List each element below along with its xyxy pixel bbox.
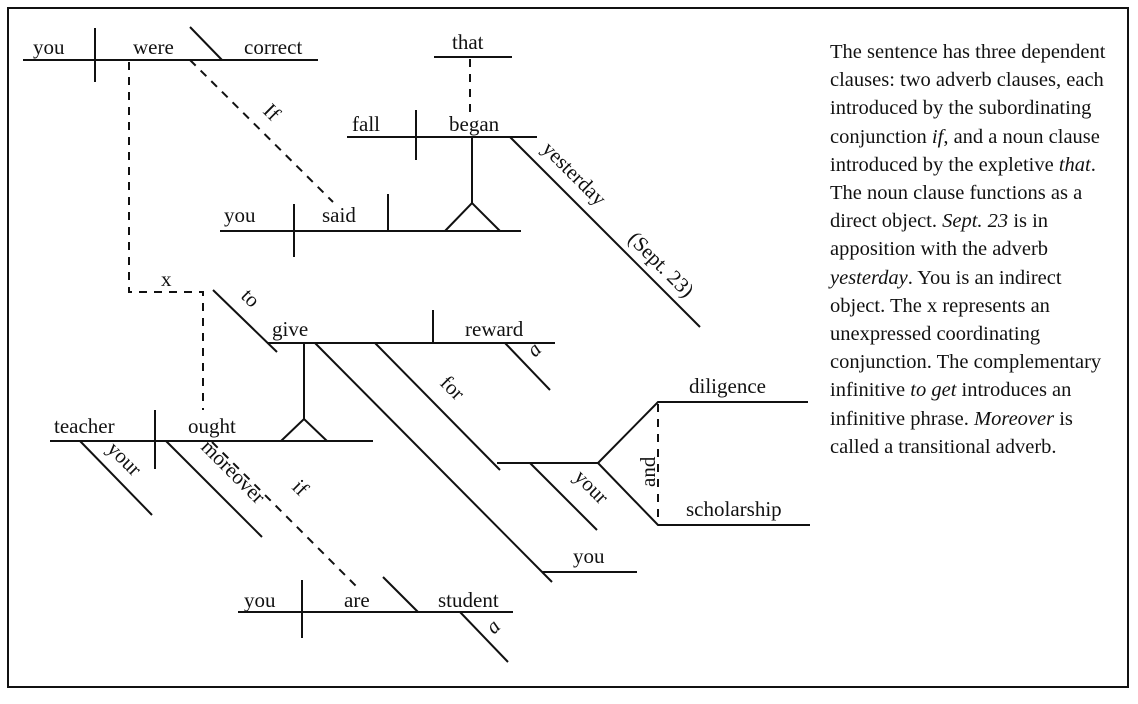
word-teacher: teacher	[54, 414, 115, 438]
explanation-segment: introduces an infinitive phrase.	[830, 379, 1072, 430]
explanation-segment: . You is an indirect object. The x repre…	[830, 266, 1102, 402]
explanation-segment: . The noun clause functions as a direct …	[830, 153, 1096, 233]
said-clause: you said	[220, 194, 521, 257]
word-moreover: moreover	[196, 435, 270, 509]
word-x: x	[161, 267, 172, 291]
pedestal-base	[444, 201, 501, 232]
word-a: a	[481, 614, 505, 638]
word-give: give	[272, 317, 308, 341]
modifier-line	[504, 342, 551, 391]
pedestal-base	[280, 417, 328, 442]
preposition-line	[374, 342, 501, 471]
compound-branch-bottom	[597, 462, 810, 526]
word-began: began	[449, 112, 500, 136]
word-are: are	[344, 588, 370, 612]
word-ought: ought	[188, 414, 236, 438]
explanation-segment: is called a transitional adverb.	[830, 407, 1073, 458]
word-fall: fall	[352, 112, 380, 136]
word-if: if	[287, 475, 313, 501]
word-diligence: diligence	[689, 374, 766, 398]
explanation-emphasis: Moreover	[974, 407, 1055, 430]
adverb-line	[509, 136, 701, 328]
word-sept-23: (Sept. 23)	[623, 227, 699, 303]
explanation-segment: The sentence has three dependent clauses…	[830, 41, 1106, 148]
word-were: were	[133, 35, 174, 59]
modifier-line	[165, 440, 263, 538]
word-yesterday: yesterday	[537, 137, 611, 211]
explanation-text: The sentence has three dependent clauses…	[830, 38, 1115, 461]
indirect-object-line	[314, 342, 553, 583]
word-that: that	[452, 30, 484, 54]
word-correct: correct	[244, 35, 302, 59]
explanation-emphasis: yesterday	[830, 266, 908, 289]
explanation-emphasis: Sept. 23	[942, 210, 1009, 233]
word-a: a	[522, 337, 546, 361]
word-scholarship: scholarship	[686, 497, 782, 521]
infinitive-phrase: to give reward a you for your and dilige…	[212, 284, 810, 583]
dashed-connector	[128, 62, 204, 410]
word-for: for	[435, 371, 469, 405]
explanation-emphasis: that	[1058, 153, 1091, 176]
word-said: said	[322, 203, 356, 227]
word-and: and	[636, 456, 660, 487]
modifier-line	[529, 462, 598, 531]
word-you: you	[33, 35, 65, 59]
word-you: you	[573, 544, 605, 568]
noun-clause-expletive: that	[434, 30, 512, 112]
clause-if-you-were-correct: you were correct	[23, 26, 318, 82]
word-you: you	[244, 588, 276, 612]
complement-divider	[382, 576, 419, 613]
explanation-segment: , and a noun clause introduced by the ex…	[830, 125, 1100, 176]
main-clause: teacher ought your moreover if	[50, 410, 373, 591]
word-to: to	[236, 284, 265, 313]
complement-divider	[189, 26, 223, 61]
word-If: If	[258, 99, 285, 126]
dashed-connector	[189, 59, 334, 203]
modifier-line	[79, 440, 153, 516]
word-student: student	[438, 588, 499, 612]
modifier-line	[459, 611, 509, 663]
dashed-connector	[211, 441, 361, 591]
explanation-emphasis: if	[931, 125, 944, 148]
word-you: you	[224, 203, 256, 227]
connector-if: If	[189, 59, 334, 203]
explanation-segment: is in apposition with the adverb	[830, 210, 1049, 261]
compound-branch-top	[597, 401, 808, 464]
infinitive-marker-line	[212, 289, 278, 353]
explanation-paragraph: The sentence has three dependent clauses…	[830, 38, 1115, 461]
explanation-emphasis: to get	[910, 379, 957, 402]
clause-if-you-are-student: you are student a	[238, 576, 513, 663]
diagram-frame	[7, 7, 1129, 688]
connector-x: x	[128, 62, 204, 410]
word-your: your	[102, 437, 146, 481]
word-reward: reward	[465, 317, 524, 341]
noun-clause: fall began yesterday (Sept. 23)	[347, 110, 701, 328]
